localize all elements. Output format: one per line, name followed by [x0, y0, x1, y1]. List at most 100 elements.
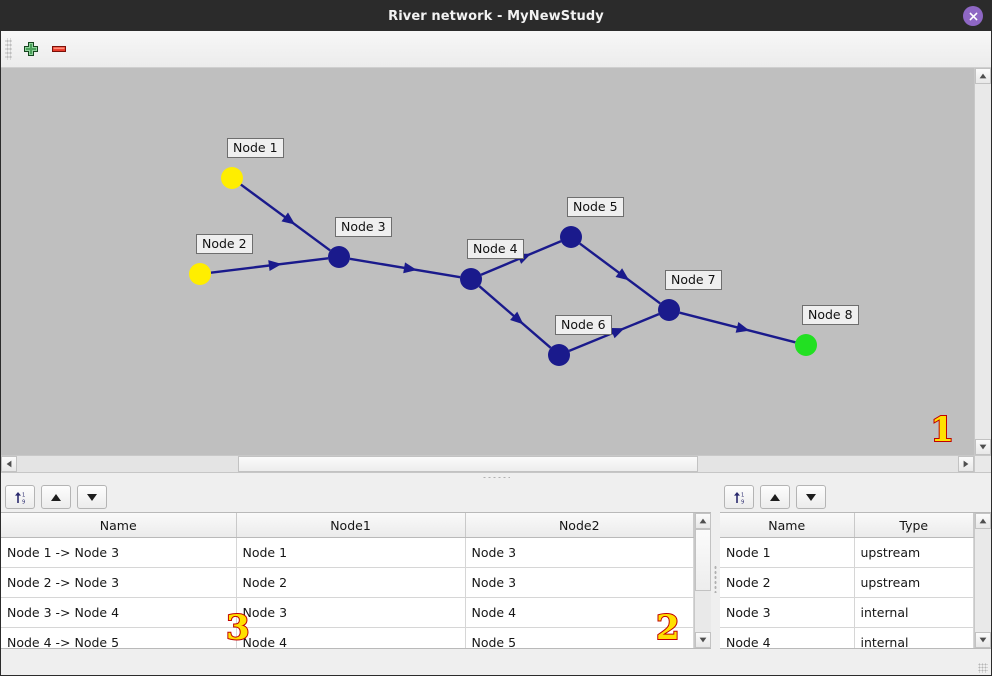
graph-node-label-node-1[interactable]: Node 1 [227, 138, 284, 158]
graph-node-label-node-4[interactable]: Node 4 [467, 239, 524, 259]
links-move-down-button[interactable] [77, 485, 107, 509]
horizontal-splitter[interactable] [1, 472, 991, 482]
window-resize-grip[interactable] [978, 663, 988, 673]
table-cell[interactable]: Node 3 -> Node 4 [1, 597, 237, 628]
svg-text:9: 9 [741, 499, 744, 505]
table-cell[interactable]: upstream [854, 537, 974, 568]
links-vscroll-track[interactable] [695, 529, 711, 632]
remove-node-button[interactable] [45, 35, 73, 63]
graph-node-label-node-3[interactable]: Node 3 [335, 217, 392, 237]
move-up-icon [770, 493, 780, 501]
svg-text:1: 1 [22, 492, 25, 498]
links-scroll-down-icon[interactable] [695, 632, 711, 648]
move-up-icon [51, 493, 61, 501]
nodes-pane-status [720, 649, 991, 675]
table-cell[interactable]: Node 3 [465, 567, 694, 598]
table-cell[interactable]: Node 5 [465, 627, 694, 648]
graph-node-label-node-8[interactable]: Node 8 [802, 305, 859, 325]
table-cell[interactable]: Node 3 [236, 597, 466, 628]
canvas-hscroll-thumb[interactable] [238, 456, 698, 472]
table-cell[interactable]: Node 2 -> Node 3 [1, 567, 237, 598]
graph-edge-arrow-icon [510, 311, 524, 325]
close-icon[interactable] [963, 6, 983, 26]
column-header-type[interactable]: Type [854, 513, 974, 538]
column-header-name[interactable]: Name [720, 513, 855, 538]
graph-node-node-6[interactable] [548, 344, 570, 366]
table-cell[interactable]: Node 1 -> Node 3 [1, 537, 237, 568]
links-move-up-button[interactable] [41, 485, 71, 509]
vsplitter-grip-icon [714, 564, 717, 593]
column-header-name[interactable]: Name [1, 513, 237, 538]
links-sort-button[interactable]: 1 9 [5, 485, 35, 509]
table-cell[interactable]: Node 4 [465, 597, 694, 628]
nodes-table-vertical-scrollbar[interactable] [974, 513, 991, 648]
network-graph[interactable]: Node 1 Node 2 Node 3 Node 4 Node 5 Node 6 Node… [1, 68, 974, 455]
vertical-splitter[interactable] [711, 482, 720, 675]
table-cell[interactable]: Node 4 [720, 627, 855, 648]
svg-text:9: 9 [22, 499, 25, 505]
links-scroll-up-icon[interactable] [695, 513, 711, 529]
canvas-vscroll-track[interactable] [975, 84, 991, 439]
scroll-down-icon[interactable] [975, 439, 991, 455]
table-cell[interactable]: Node 4 -> Node 5 [1, 627, 237, 648]
graph-node-node-1[interactable] [221, 167, 243, 189]
table-cell[interactable]: Node 3 [465, 537, 694, 568]
add-node-button[interactable] [17, 35, 45, 63]
scroll-left-icon[interactable] [1, 456, 17, 472]
links-table-vertical-scrollbar[interactable] [694, 513, 711, 648]
graph-node-node-3[interactable] [328, 246, 350, 268]
toolbar-grip[interactable] [5, 38, 12, 60]
table-cell[interactable]: upstream [854, 567, 974, 598]
table-cell[interactable]: Node 2 [720, 567, 855, 598]
graph-node-label-node-6[interactable]: Node 6 [555, 315, 612, 335]
table-cell[interactable]: Node 2 [236, 567, 466, 598]
links-vscroll-thumb[interactable] [695, 529, 711, 591]
nodes-sort-button[interactable]: 1 9 [724, 485, 754, 509]
graph-node-node-2[interactable] [189, 263, 211, 285]
graph-node-label-node-5[interactable]: Node 5 [567, 197, 624, 217]
canvas-hscroll-track[interactable] [17, 456, 958, 472]
canvas-horizontal-scrollbar[interactable] [1, 455, 991, 472]
scroll-right-icon[interactable] [958, 456, 974, 472]
title-bar: River network - MyNewStudy [1, 1, 991, 31]
graph-edge-arrow-icon [615, 268, 630, 281]
graph-node-node-7[interactable] [658, 299, 680, 321]
graph-node-node-4[interactable] [460, 268, 482, 290]
nodes-scroll-up-icon[interactable] [975, 513, 991, 529]
nodes-scroll-down-icon[interactable] [975, 632, 991, 648]
nodes-move-up-button[interactable] [760, 485, 790, 509]
table-cell[interactable]: Node 1 [236, 537, 466, 568]
graph-node-label-node-7[interactable]: Node 7 [665, 270, 722, 290]
table-cell[interactable]: Node 3 [720, 597, 855, 628]
column-header-node2[interactable]: Node2 [465, 513, 694, 538]
table-cell[interactable]: internal [854, 597, 974, 628]
canvas-vertical-scrollbar[interactable] [974, 68, 991, 455]
table-cell[interactable]: Node 4 [236, 627, 466, 648]
scroll-up-icon[interactable] [975, 68, 991, 84]
graph-node-node-5[interactable] [560, 226, 582, 248]
graph-edge-arrow-icon [610, 328, 625, 339]
nodes-vscroll-track[interactable] [975, 529, 991, 632]
nodes-move-down-button[interactable] [796, 485, 826, 509]
table-cell[interactable]: Node 1 [720, 537, 855, 568]
graph-node-label-node-2[interactable]: Node 2 [196, 234, 253, 254]
move-down-icon [87, 493, 97, 501]
table-cell[interactable]: internal [854, 627, 974, 648]
column-header-node1[interactable]: Node1 [236, 513, 466, 538]
graph-node-node-8[interactable] [795, 334, 817, 356]
